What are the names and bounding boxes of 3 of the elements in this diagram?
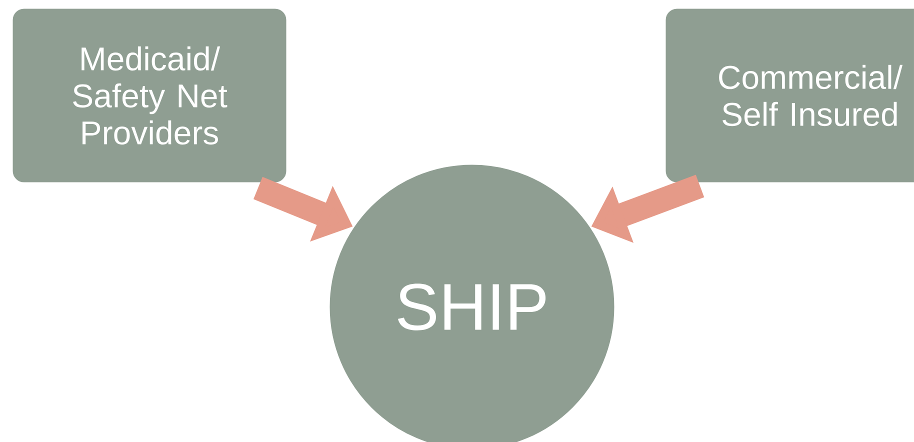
circle-node: SHIP xyxy=(328,163,616,442)
process-box: Commercial/ Self Insured xyxy=(664,7,914,184)
process-box: Medicaid/ Safety Net Providers xyxy=(11,7,288,184)
